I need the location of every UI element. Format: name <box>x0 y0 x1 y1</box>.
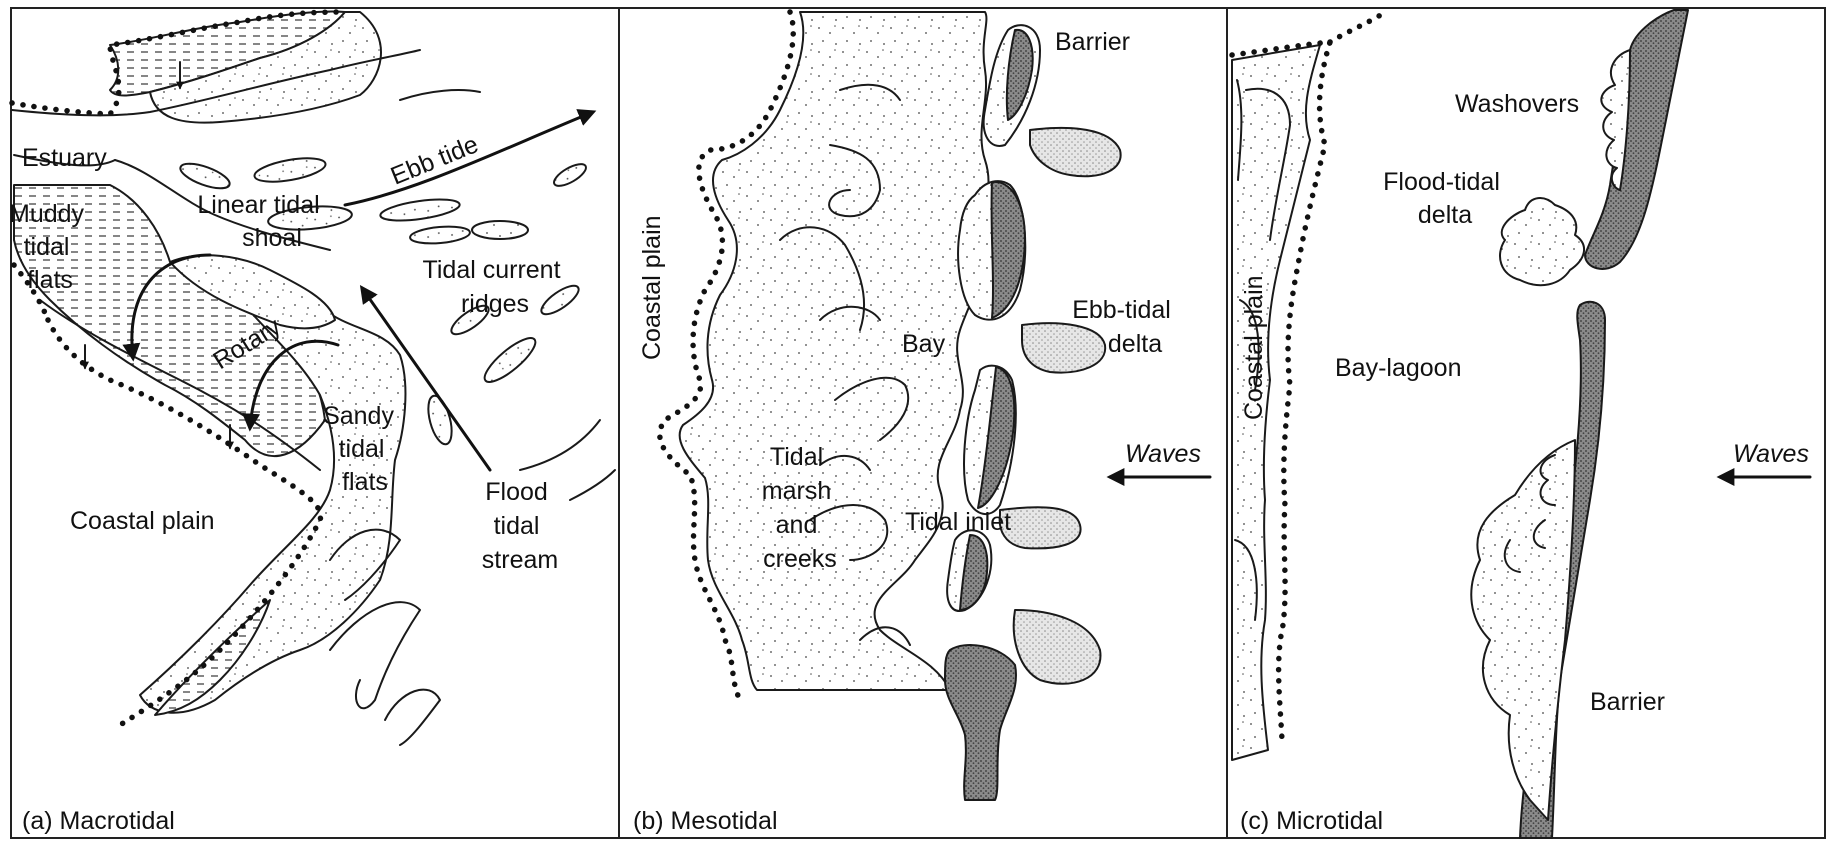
label-ebb-tide: Ebb tide <box>387 130 483 190</box>
label-tidal-inlet: Tidal inlet <box>905 508 1011 536</box>
label-flood-tidal-stream: Flood tidal stream <box>482 478 558 574</box>
label-coastal-plain-a: Coastal plain <box>70 507 215 535</box>
caption-mesotidal: (b) Mesotidal <box>633 807 778 835</box>
ebb-delta-lobe-1 <box>1030 128 1121 176</box>
label-bay: Bay <box>902 330 946 358</box>
barrier-north <box>1585 10 1688 269</box>
panel-microtidal: Washovers Flood-tidal delta Coastal plai… <box>1227 8 1825 838</box>
label-bay-lagoon: Bay-lagoon <box>1335 354 1461 382</box>
ebb-delta-lobe-4 <box>1014 610 1101 684</box>
label-washovers: Washovers <box>1455 90 1579 118</box>
label-waves-c: Waves <box>1733 440 1809 468</box>
label-coastal-plain-c: Coastal plain <box>1240 275 1268 420</box>
label-estuary: Estuary <box>22 144 107 172</box>
ebb-delta-lobe-2 <box>1022 323 1105 372</box>
label-barrier-b: Barrier <box>1055 28 1130 56</box>
back-barrier-fans <box>1471 440 1575 820</box>
panel-macrotidal: Estuary Ebb tide Muddy tidal flats Linea… <box>9 8 619 838</box>
label-waves-b: Waves <box>1125 440 1201 468</box>
flood-tidal-delta <box>1500 198 1584 285</box>
caption-macrotidal: (a) Macrotidal <box>22 807 175 835</box>
label-flood-tidal-delta: Flood-tidal delta <box>1383 168 1507 229</box>
barrier-spit-south <box>945 645 1016 800</box>
caption-microtidal: (c) Microtidal <box>1240 807 1383 835</box>
ebb-delta-lobe-3 <box>1000 507 1081 548</box>
panel-mesotidal: Barrier Coastal plain Ebb-tidal delta Ba… <box>619 8 1227 838</box>
label-barrier-c: Barrier <box>1590 688 1665 716</box>
label-coastal-plain-b: Coastal plain <box>638 215 666 360</box>
